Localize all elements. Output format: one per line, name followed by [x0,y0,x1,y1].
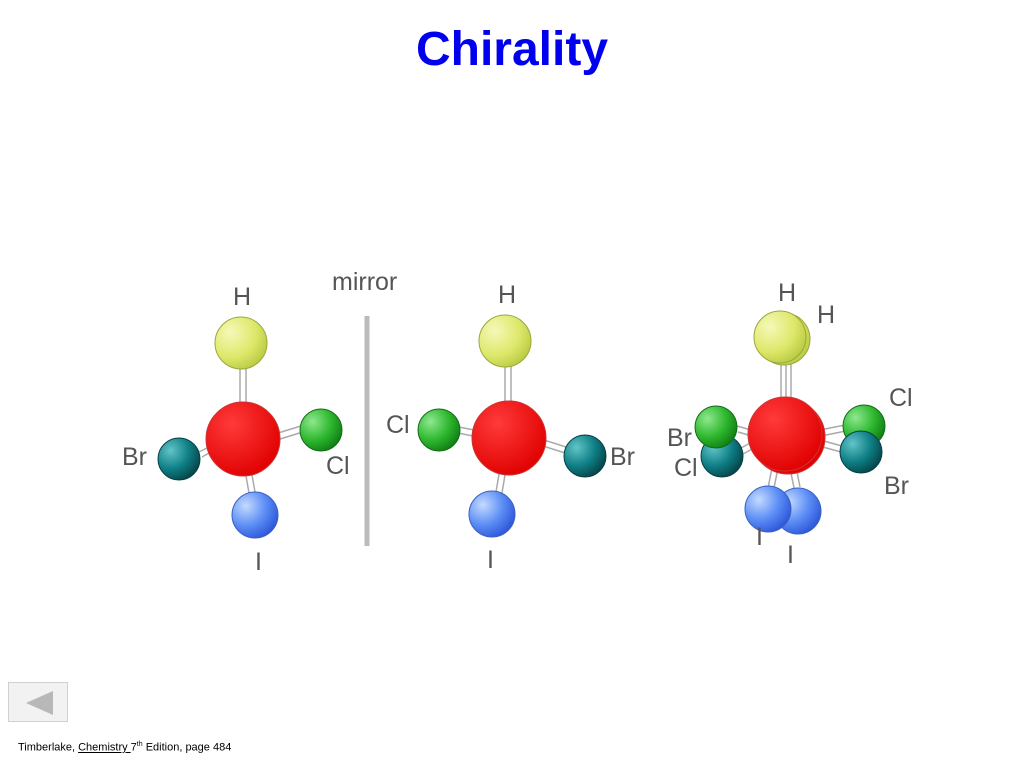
label-i: I [255,548,262,576]
label-br: Br [122,443,147,471]
label-h: H [778,279,796,307]
label-h: H [233,283,251,311]
mirror: mirror [332,268,397,546]
carbon-atom [205,401,281,477]
chlorine-atom [417,408,461,452]
label-cl: Cl [889,384,913,412]
bonds [457,366,567,494]
molecule-left: H Br Cl I [122,283,350,576]
hydrogen-atom [478,314,532,368]
carbon-atom-front [747,396,823,472]
chlorine-atom-left [694,405,738,449]
hydrogen-atom [214,316,268,370]
citation-edition-number: 7 [130,741,137,754]
label-br: Br [667,424,692,452]
label-i: I [787,541,794,569]
mirror-label: mirror [332,268,397,296]
hydrogen-atom-front [753,310,807,364]
bromine-atom [157,437,201,481]
citation-edition-suffix: th [136,741,143,748]
bonds [198,368,304,494]
label-cl: Cl [326,452,350,480]
chlorine-atom [299,408,343,452]
slide-title: Chirality [415,23,609,76]
label-i: I [756,523,763,551]
label-br: Br [884,472,909,500]
molecule-superimposed: H H Cl Br Cl Br I I [667,279,913,569]
iodine-atom [231,491,279,539]
label-i: I [487,546,494,574]
label-h: H [498,281,516,309]
carbon-atom [471,400,547,476]
citation-rest: Edition, page 484 [142,741,232,754]
bromine-atom [563,434,607,478]
citation: Timberlake, Chemistry 7th Edition, page … [18,741,231,754]
citation-book[interactable]: Chemistry [78,741,131,754]
iodine-atom [468,490,516,538]
molecule-mirror-image: H Cl Br I [386,281,635,574]
iodine-atom-front [744,485,792,533]
label-cl: Cl [386,411,410,439]
label-h: H [817,301,835,329]
bromine-atom-right [839,430,883,474]
citation-author: Timberlake, [18,741,79,754]
label-cl: Cl [674,454,698,482]
back-button[interactable] [8,682,68,722]
label-br: Br [610,443,635,471]
triangle-left-icon [26,691,53,715]
